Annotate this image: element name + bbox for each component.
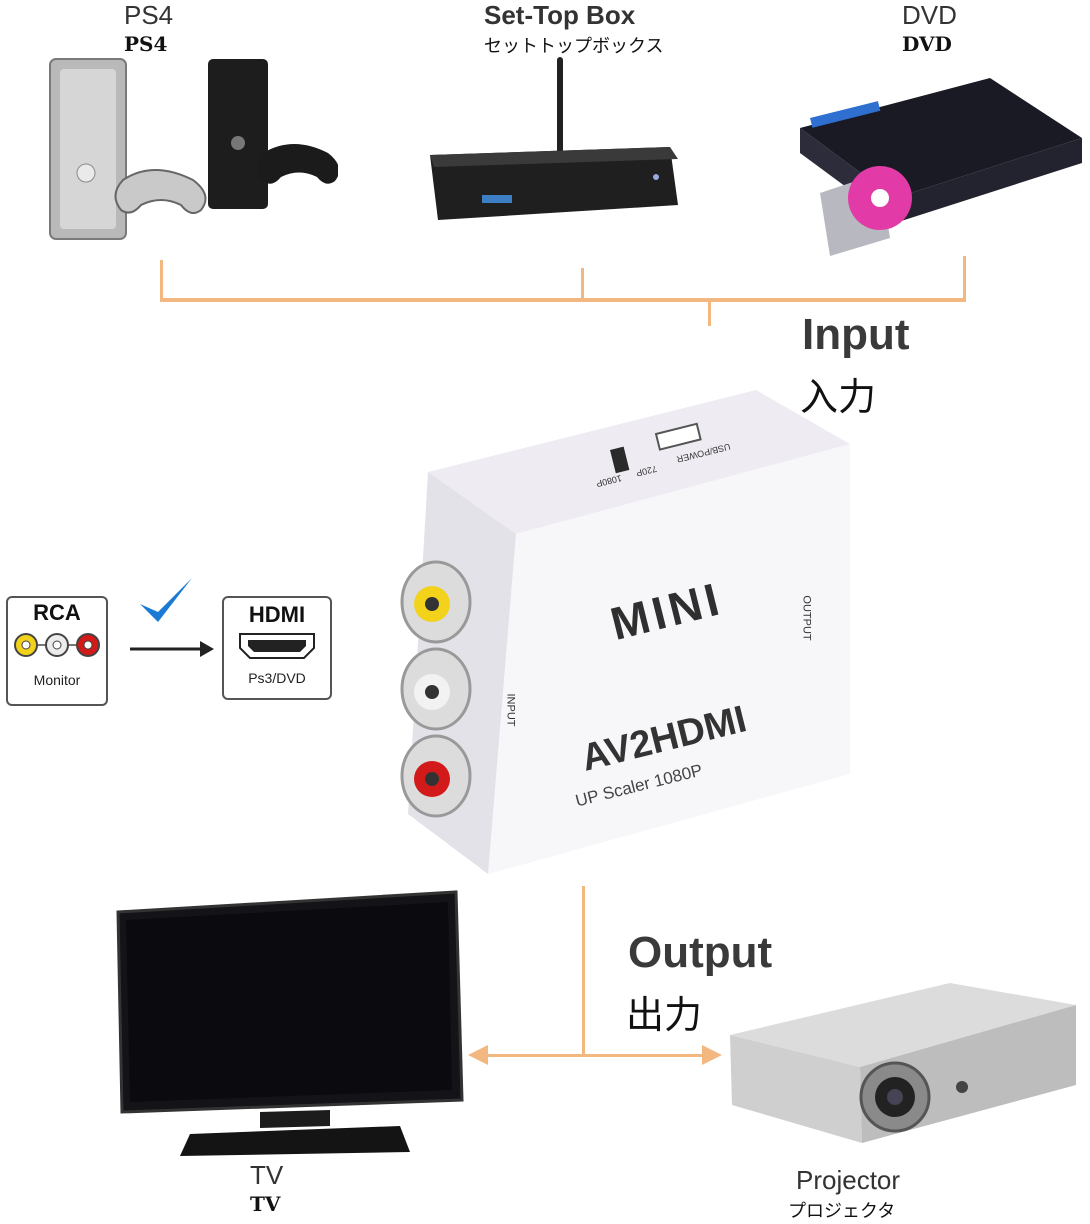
hdmi-port-icon: [239, 633, 315, 659]
input-bracket-left-tick: [160, 260, 163, 302]
hdmi-badge: HDMI Ps3/DVD: [222, 596, 332, 700]
hdmi-badge-title: HDMI: [248, 602, 306, 627]
input-device-dvd: DVD DVD: [790, 0, 1090, 270]
tv-label-jp: TV: [250, 1192, 281, 1216]
rca-badge-sub: Monitor: [33, 672, 81, 688]
ps4-consoles-image: [49, 58, 338, 240]
input-label-jp: 入力: [800, 375, 877, 419]
dvd-player-image: [800, 78, 1082, 256]
converter-side-input-label: INPUT: [504, 693, 517, 727]
output-label-jp: 出力: [626, 993, 703, 1037]
hdmi-badge-sub: Ps3/DVD: [248, 670, 306, 686]
output-device-tv: TV TV: [110, 890, 470, 1224]
arrow-right-icon: [130, 641, 214, 657]
converter-side-output-label: OUTPUT: [800, 595, 813, 641]
dvd-label-en: DVD: [902, 0, 957, 30]
rca-badge: RCA Monitor: [6, 596, 108, 706]
projector-label-jp: プロジェクタ: [788, 1201, 896, 1222]
input-bracket-line: [160, 298, 966, 302]
converter-box-image: [400, 390, 850, 874]
output-stem-line: [582, 886, 585, 1056]
ps4-label-jp: PS4: [124, 32, 168, 56]
input-device-set-top-box: Set-Top Box セットトップボックス: [420, 0, 700, 250]
rca-badge-title: RCA: [33, 600, 81, 625]
arrow-left-icon: [468, 1045, 488, 1065]
set-top-box-label-jp: セットトップボックス: [484, 36, 664, 57]
arrow-right-output-icon: [702, 1045, 722, 1065]
output-horizontal-line: [476, 1054, 712, 1057]
set-top-box-label-en: Set-Top Box: [484, 0, 636, 30]
projector-image: [730, 983, 1076, 1143]
input-bracket-stem: [708, 300, 711, 326]
output-label-en: Output: [628, 928, 773, 977]
ps4-label-en: PS4: [124, 0, 174, 30]
projector-label-en: Projector: [796, 1165, 901, 1195]
input-bracket-mid-tick: [581, 268, 584, 302]
tv-label-en: TV: [250, 1160, 284, 1190]
output-device-projector: Projector プロジェクタ: [720, 975, 1090, 1224]
set-top-box-image: [430, 57, 678, 220]
tv-image: [116, 890, 464, 1156]
dvd-label-jp: DVD: [902, 32, 952, 56]
input-bracket-right-tick: [963, 256, 966, 302]
input-label-en: Input: [802, 310, 910, 359]
checkmark-icon: [140, 578, 192, 622]
input-device-ps4: PS4 PS4: [40, 0, 340, 250]
rca-plugs-icon: [14, 633, 100, 657]
